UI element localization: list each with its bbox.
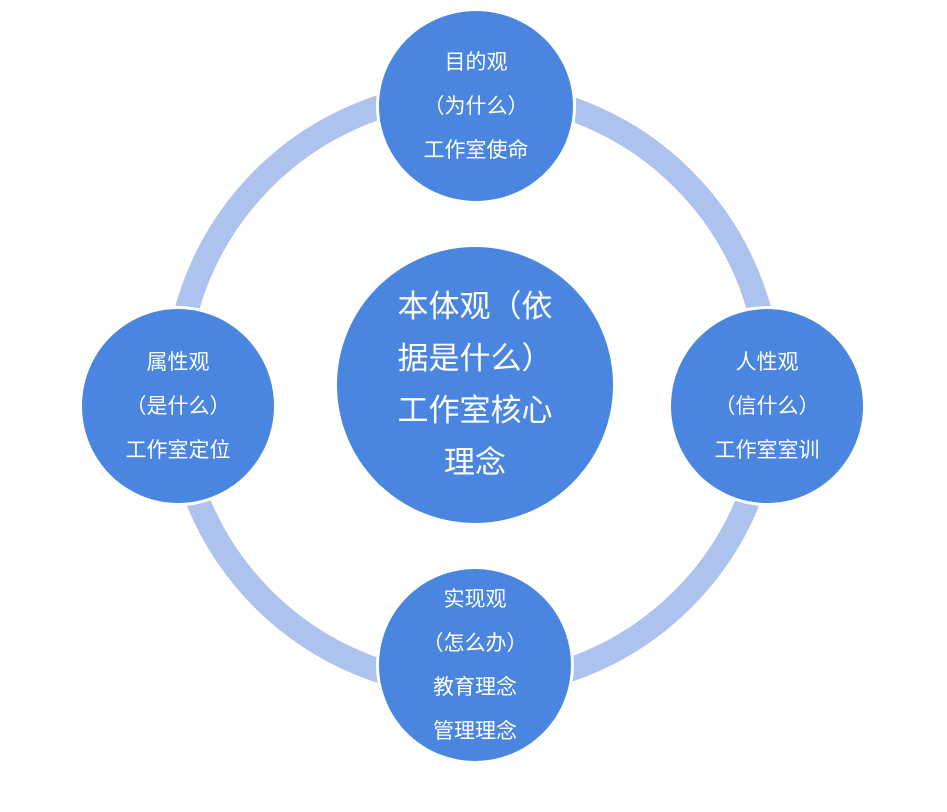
- center-line: 工作室核心: [397, 393, 553, 429]
- center-line: 本体观（依: [397, 289, 553, 325]
- node-title: 实现观: [443, 587, 507, 611]
- node-attribute-view: 属性观 （是什么） 工作室定位: [79, 306, 277, 506]
- node-detail: 教育理念: [433, 675, 517, 699]
- node-detail: 工作室定位: [125, 438, 231, 462]
- node-detail: 工作室使命: [423, 138, 529, 162]
- node-title: 属性观: [146, 350, 210, 374]
- node-realization-view: 实现观 （怎么办） 教育理念 管理理念: [376, 566, 574, 764]
- node-question: （为什么）: [423, 94, 529, 118]
- node-question: （信什么）: [714, 394, 820, 418]
- center-line: 据是什么）: [397, 341, 553, 377]
- node-question: （怎么办）: [422, 631, 528, 655]
- center-line: 理念: [444, 445, 506, 481]
- node-title: 人性观: [735, 350, 799, 374]
- node-humanity-view: 人性观 （信什么） 工作室室训: [668, 306, 866, 506]
- node-purpose-view: 目的观 （为什么） 工作室使命: [376, 8, 576, 204]
- node-title: 目的观: [444, 50, 508, 74]
- node-question: （是什么）: [125, 394, 231, 418]
- node-ontology-view: 本体观（依 据是什么） 工作室核心 理念: [334, 244, 616, 526]
- node-detail: 管理理念: [433, 719, 517, 743]
- node-detail: 工作室室训: [714, 438, 820, 462]
